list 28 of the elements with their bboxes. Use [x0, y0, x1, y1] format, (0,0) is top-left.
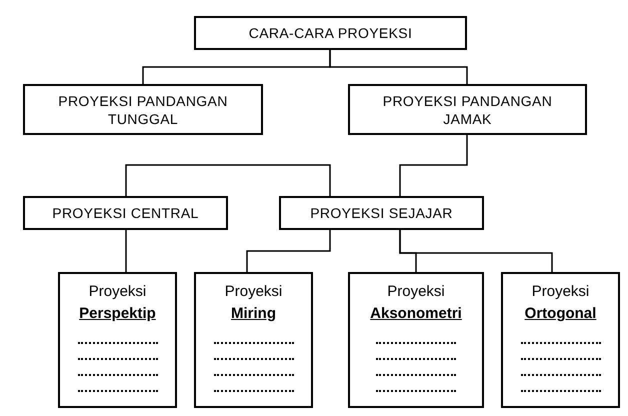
box-heading: Proyeksi	[88, 282, 146, 302]
process-box	[348, 272, 484, 408]
connector-line	[399, 230, 553, 272]
box-label: PROYEKSI CENTRAL	[52, 204, 199, 222]
connector-line	[246, 230, 331, 272]
process-box	[23, 84, 263, 135]
connector-line	[125, 230, 127, 272]
process-box	[279, 196, 484, 230]
box-subheading: Aksonometri	[370, 304, 462, 324]
box-subheading: Miring	[231, 304, 276, 324]
process-box	[23, 196, 228, 230]
box-label: PROYEKSI SEJAJAR	[310, 204, 453, 222]
box-label: CARA-CARA PROYEKSI	[248, 24, 412, 42]
process-box	[348, 84, 587, 135]
box-label: PROYEKSI PANDANGAN JAMAK	[382, 92, 554, 128]
process-box	[58, 272, 177, 408]
box-heading: Proyeksi	[387, 282, 445, 302]
process-box	[501, 272, 620, 408]
box-heading: Proyeksi	[224, 282, 282, 302]
process-box	[194, 272, 313, 408]
box-subheading: Perspektip	[79, 304, 156, 324]
box-label: PROYEKSI PANDANGAN TUNGGAL	[57, 92, 229, 128]
connector-line	[329, 50, 468, 84]
connector-line	[125, 164, 331, 196]
process-box	[194, 16, 467, 50]
box-subheading: Ortogonal	[524, 304, 596, 324]
connector-line	[399, 135, 468, 196]
box-heading: Proyeksi	[532, 282, 590, 302]
